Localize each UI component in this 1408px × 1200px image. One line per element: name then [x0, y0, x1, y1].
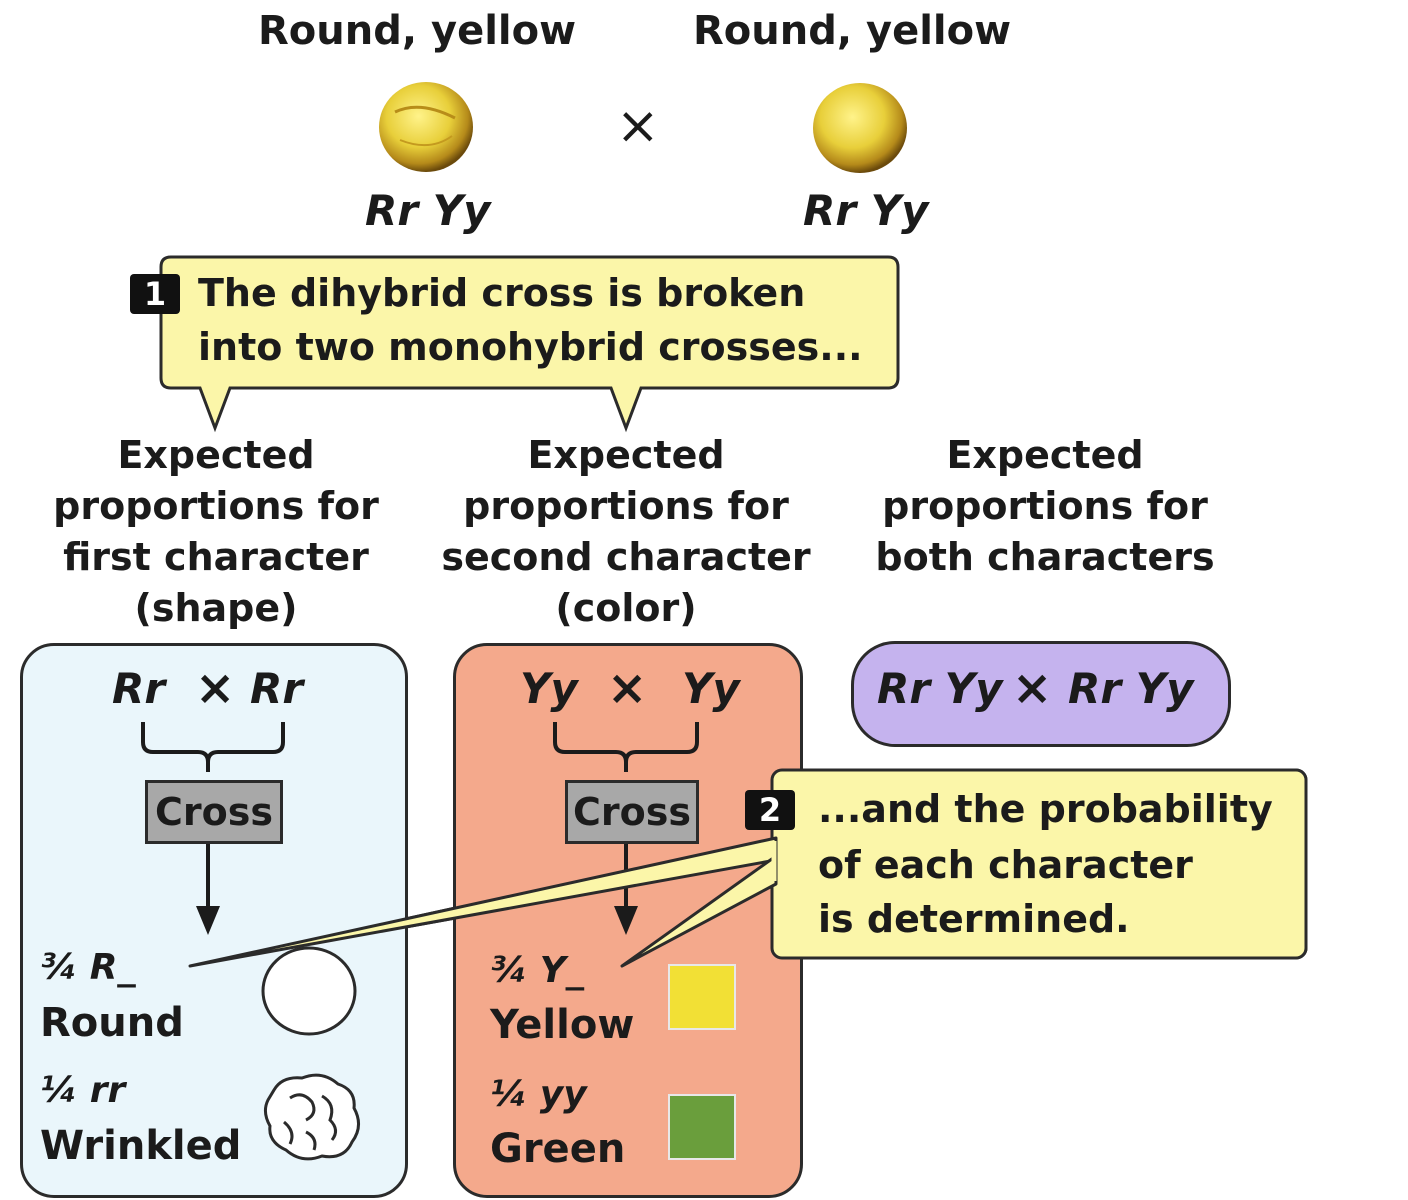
- heading-color-line-2: proportions for: [463, 484, 789, 528]
- color-result-1-phenotype: Yellow: [490, 1002, 635, 1048]
- both-panel: [851, 641, 1231, 747]
- heading-shape-line-2: proportions for: [53, 484, 379, 528]
- heading-shape-line-4: (shape): [134, 586, 298, 630]
- green-swatch: [668, 1094, 736, 1160]
- parent-right-genotype: Rr Yy: [803, 186, 929, 235]
- callout-bubble-1: [159, 255, 900, 433]
- heading-color: Expected proportions for second characte…: [426, 430, 826, 634]
- callout-1-line-2: into two monohybrid crosses...: [198, 325, 863, 369]
- heading-both-line-3: both characters: [875, 535, 1215, 579]
- heading-both-line-1: Expected: [946, 433, 1144, 477]
- shape-cross-symbol: ×: [195, 660, 236, 716]
- callout-1-line-1: The dihybrid cross is broken: [198, 271, 806, 315]
- shape-result-1-phenotype: Round: [40, 1000, 184, 1046]
- shape-cross-box: Cross: [145, 780, 283, 844]
- heading-color-line-4: (color): [555, 586, 697, 630]
- shape-panel: [20, 643, 408, 1198]
- shape-cross-left: Rr: [112, 664, 166, 713]
- pea-icon-left: [379, 82, 473, 172]
- both-cross-right: Rr Yy: [1068, 664, 1194, 713]
- heading-shape-line-1: Expected: [117, 433, 315, 477]
- parent-left-genotype: Rr Yy: [365, 186, 491, 235]
- shape-result-2-phenotype: Wrinkled: [40, 1123, 242, 1169]
- color-cross-symbol: ×: [607, 660, 648, 716]
- heading-color-line-1: Expected: [527, 433, 725, 477]
- shape-cross-right: Rr: [250, 664, 304, 713]
- parent-right-label: Round, yellow: [693, 8, 1012, 54]
- both-cross-symbol: ×: [1012, 660, 1053, 716]
- color-cross-left: Yy: [520, 664, 578, 713]
- color-cross-right: Yy: [682, 664, 740, 713]
- callout-2-line-3: is determined.: [818, 897, 1130, 941]
- heading-both-line-2: proportions for: [882, 484, 1208, 528]
- step-badge-1: 1: [130, 274, 180, 314]
- color-result-2-phenotype: Green: [490, 1126, 626, 1172]
- color-result-1-fraction: ¾ Y_: [490, 950, 584, 991]
- parent-cross-symbol: ×: [616, 96, 660, 156]
- pea-icon-right: [813, 83, 907, 173]
- heading-shape-line-3: first character: [63, 535, 369, 579]
- callout-2-line-1: ...and the probability: [818, 787, 1273, 831]
- heading-color-line-3: second character: [441, 535, 811, 579]
- shape-result-1-fraction: ¾ R_: [40, 947, 136, 988]
- shape-result-2-fraction: ¼ rr: [40, 1070, 126, 1111]
- step-badge-2: 2: [745, 790, 795, 830]
- both-cross-left: Rr Yy: [877, 664, 1003, 713]
- color-cross-box: Cross: [565, 780, 699, 844]
- parent-left-label: Round, yellow: [258, 8, 577, 54]
- color-result-2-fraction: ¼ yy: [490, 1074, 587, 1115]
- heading-shape: Expected proportions for first character…: [16, 430, 416, 634]
- heading-both: Expected proportions for both characters: [845, 430, 1245, 583]
- callout-2-line-2: of each character: [818, 843, 1193, 887]
- yellow-swatch: [668, 964, 736, 1030]
